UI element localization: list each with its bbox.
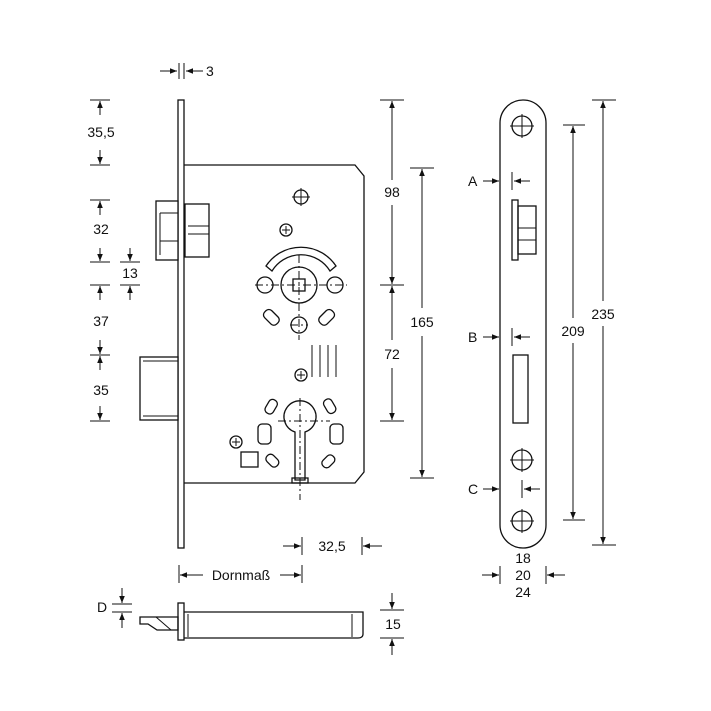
follower	[255, 246, 347, 340]
label-a: A	[468, 173, 478, 189]
screw-icon	[279, 223, 293, 237]
dim-width-24: 24	[515, 584, 531, 600]
right-dimensions: 98 72 165	[380, 99, 434, 479]
dim-width-18: 18	[515, 550, 531, 566]
dim-follower-to-cylinder: 72	[384, 346, 400, 362]
dim-case-depth: 15	[385, 616, 401, 632]
dim-latch-gap: 13	[122, 265, 138, 281]
bolt	[139, 356, 179, 421]
left-dimensions: 35,5 32 13 37 35	[87, 99, 140, 422]
dim-top-to-latch: 35,5	[87, 124, 114, 140]
screw-icon	[510, 114, 534, 138]
label-b: B	[468, 329, 477, 345]
dim-faceplate-thickness: 3	[206, 63, 214, 79]
faceplate-thickness-dim: 3	[160, 63, 214, 79]
lock-case	[184, 164, 365, 484]
dim-d: D	[97, 599, 107, 615]
label-c: C	[468, 481, 478, 497]
dim-backset: Dornmaß	[212, 567, 270, 583]
dim-case-height: 165	[410, 314, 434, 330]
dim-top-to-follower: 98	[384, 184, 400, 200]
latch	[155, 200, 210, 261]
blind-slots	[311, 345, 337, 377]
dim-gap-to-bolt: 37	[93, 313, 109, 329]
faceplate	[177, 99, 185, 549]
lock-bottom-view: D 15	[97, 588, 404, 655]
screw-hole-top	[292, 188, 310, 206]
screw-icon	[510, 448, 534, 472]
dim-screw-spacing: 209	[561, 323, 585, 339]
dim-width-20: 20	[515, 567, 531, 583]
dim-latch-height: 32	[93, 221, 109, 237]
dim-bolt-height: 35	[93, 382, 109, 398]
horizontal-dimensions: 32,5 Dornmaß	[178, 537, 382, 583]
cylinder-cutout	[240, 398, 344, 500]
screw-icon	[294, 368, 308, 382]
screw-icon	[229, 435, 243, 449]
dim-faceplate-length: 235	[591, 306, 615, 322]
screw-icon	[510, 509, 534, 533]
faceplate-front-view: A B C 209 235 18 20 24	[468, 99, 616, 600]
lock-side-view	[139, 99, 365, 549]
dim-case-edge: 32,5	[318, 538, 345, 554]
